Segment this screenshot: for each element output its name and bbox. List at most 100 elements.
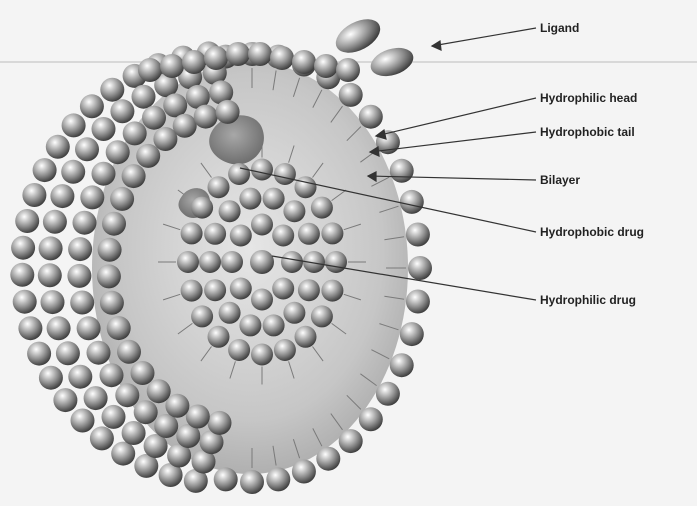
label-ligand: Ligand [540, 21, 579, 35]
outer-surface-head [56, 341, 80, 365]
inner-vesicle-head [274, 163, 296, 185]
top-head [248, 42, 272, 66]
outer-surface-head [73, 211, 97, 235]
outer-surface-head [39, 236, 63, 260]
outer-surface-head [107, 316, 131, 340]
inner-vesicle-head [251, 344, 273, 366]
inner-vesicle-head [311, 197, 333, 219]
outer-head [390, 159, 414, 183]
inner-vesicle-head [272, 225, 294, 247]
outer-surface-head [106, 140, 130, 164]
outer-surface-head [98, 238, 122, 262]
outer-head [214, 467, 238, 491]
label-hydrophilic-head: Hydrophilic head [540, 91, 637, 105]
inner-vesicle-head [199, 251, 221, 273]
top-head [314, 54, 338, 78]
outer-surface-head [47, 316, 71, 340]
inner-vesicle-head [263, 188, 285, 210]
inner-vesicle-head [228, 163, 250, 185]
outer-surface-head [97, 264, 121, 288]
outer-surface-head [173, 114, 197, 138]
top-head [226, 42, 250, 66]
inner-vesicle-head [251, 159, 273, 181]
inner-vesicle-head [325, 251, 347, 273]
leader-line-hydrophilic-head [376, 98, 536, 136]
outer-surface-head [134, 400, 158, 424]
outer-surface-head [68, 237, 92, 261]
inner-vesicle-head [295, 326, 317, 348]
inner-vesicle-head [274, 339, 296, 361]
outer-surface-head [115, 383, 139, 407]
outer-head [316, 447, 340, 471]
outer-surface-head [100, 78, 124, 102]
outer-head [400, 322, 424, 346]
inner-vesicle-head [251, 289, 273, 311]
outer-surface-head [122, 421, 146, 445]
outer-head [406, 290, 430, 314]
top-head [270, 46, 294, 70]
inner-vesicle-head [250, 250, 274, 274]
outer-head [400, 190, 424, 214]
inner-vesicle-head [272, 278, 294, 300]
top-head [292, 50, 316, 74]
outer-surface-head [147, 379, 171, 403]
outer-surface-head [41, 290, 65, 314]
outer-surface-head [50, 184, 74, 208]
inner-vesicle-head [230, 278, 252, 300]
arrowhead [432, 41, 441, 50]
outer-head [376, 382, 400, 406]
inner-vesicle-head [298, 279, 320, 301]
outer-surface-head [110, 99, 134, 123]
outer-head [339, 429, 363, 453]
outer-surface-head [13, 290, 37, 314]
top-head [204, 46, 228, 70]
outer-surface-head [68, 365, 92, 389]
inner-vesicle-head [263, 314, 285, 336]
outer-head [266, 467, 290, 491]
outer-surface-head [165, 394, 189, 418]
leader-line-ligand [432, 28, 536, 46]
outer-surface-head [71, 409, 95, 433]
outer-surface-head [117, 340, 141, 364]
outer-surface-head [131, 361, 155, 385]
top-head [336, 58, 360, 82]
outer-surface-head [111, 442, 135, 466]
outer-surface-head [84, 386, 108, 410]
outer-surface-head [216, 100, 240, 124]
outer-surface-head [90, 426, 114, 450]
inner-vesicle-head [191, 305, 213, 327]
outer-surface-head [92, 162, 116, 186]
inner-vesicle-head [177, 251, 199, 273]
outer-surface-head [67, 264, 91, 288]
inner-vesicle-head [239, 314, 261, 336]
outer-head [359, 105, 383, 129]
outer-surface-head [53, 388, 77, 412]
inner-vesicle-head [321, 280, 343, 302]
outer-surface-head [33, 158, 57, 182]
inner-vesicle-head [251, 214, 273, 236]
outer-surface-head [136, 144, 160, 168]
outer-surface-head [80, 94, 104, 118]
inner-vesicle-head [204, 279, 226, 301]
outer-surface-head [18, 316, 42, 340]
inner-vesicle-head [191, 197, 213, 219]
outer-surface-head [15, 209, 39, 233]
outer-surface-head [39, 366, 63, 390]
outer-head [408, 256, 432, 280]
inner-vesicle-head [298, 223, 320, 245]
inner-vesicle-head [281, 251, 303, 273]
outer-surface-head [10, 263, 34, 287]
outer-surface-head [100, 363, 124, 387]
label-hydrophobic-tail: Hydrophobic tail [540, 125, 635, 139]
outer-surface-head [186, 405, 210, 429]
outer-surface-head [11, 236, 35, 260]
outer-head [339, 83, 363, 107]
inner-vesicle-head [228, 339, 250, 361]
label-hydrophobic-drug: Hydrophobic drug [540, 225, 644, 239]
outer-surface-head [163, 93, 187, 117]
outer-surface-head [102, 212, 126, 236]
outer-surface-head [110, 187, 134, 211]
inner-vesicle-head [221, 251, 243, 273]
outer-surface-head [80, 185, 104, 209]
